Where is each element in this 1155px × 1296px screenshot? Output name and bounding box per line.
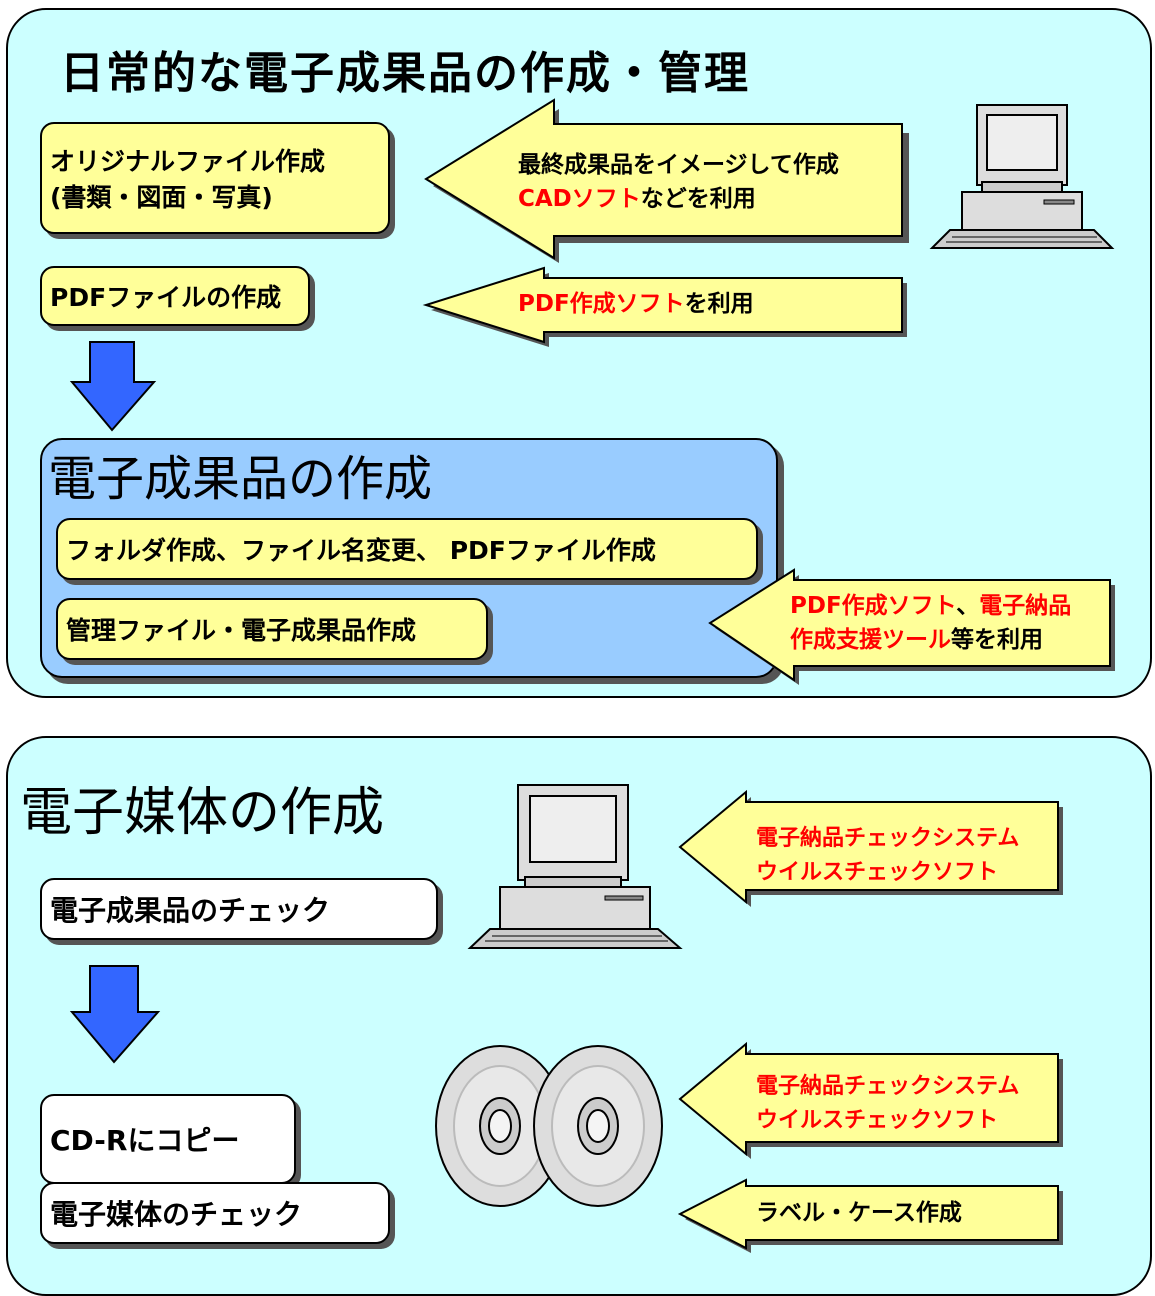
down-arrow-icon <box>69 341 157 432</box>
top-panel-title: 日常的な電子成果品の作成・管理 <box>60 48 750 99</box>
cdr-copy-box: CD-Rにコピー <box>40 1094 296 1184</box>
arrow2-software: PDF作成ソフト <box>518 291 685 317</box>
deliverable-check-label: 電子成果品のチェック <box>50 894 331 927</box>
arrow1-text: 最終成果品をイメージして作成 CADソフトなどを利用 <box>518 148 839 216</box>
folder-creation-label: フォルダ作成、ファイル名変更、 PDFファイル作成 <box>66 536 656 565</box>
management-file-label: 管理ファイル・電子成果品作成 <box>66 616 417 645</box>
arrow2-text: PDF作成ソフトを利用 <box>518 287 754 321</box>
arrow5-text: 電子納品チェックシステム ウイルスチェックソフト <box>756 1070 1019 1138</box>
arrow4-text: 電子納品チェックシステム ウイルスチェックソフト <box>756 822 1019 890</box>
arrow4-line1: 電子納品チェックシステム <box>756 826 1020 851</box>
pdf-file-box: PDFファイルの作成 <box>40 266 310 326</box>
original-file-line2: (書類・図面・写真) <box>50 183 273 212</box>
media-check-box: 電子媒体のチェック <box>40 1182 390 1244</box>
arrow1-line1: 最終成果品をイメージして作成 <box>518 152 839 178</box>
arrow3-delivery: 電子納品 <box>979 593 1072 619</box>
original-file-box: オリジナルファイル作成 (書類・図面・写真) <box>40 122 390 234</box>
media-check-label: 電子媒体のチェック <box>50 1198 303 1231</box>
cd-disc-icon <box>435 1045 565 1207</box>
left-arrow-icon <box>678 1041 1063 1159</box>
arrow5-line2: ウイルスチェックソフト <box>756 1108 999 1133</box>
original-file-line1: オリジナルファイル作成 <box>50 147 326 176</box>
folder-creation-box: フォルダ作成、ファイル名変更、 PDFファイル作成 <box>56 518 758 580</box>
arrow3-comma: 、 <box>956 593 980 619</box>
arrow2-use: を利用 <box>684 291 754 317</box>
computer-icon <box>467 784 683 949</box>
section-title: 電子成果品の作成 <box>48 451 433 507</box>
left-arrow-icon <box>678 789 1063 907</box>
arrow3-pdf: PDF作成ソフト <box>790 593 957 619</box>
cd-disc-icon <box>533 1045 663 1207</box>
left-arrow-icon <box>424 98 909 263</box>
left-arrow-icon <box>422 266 907 347</box>
arrow6-text: ラベル・ケース作成 <box>756 1200 962 1226</box>
bottom-panel-title: 電子媒体の作成 <box>20 783 385 843</box>
cdr-copy-label: CD-Rにコピー <box>50 1124 240 1157</box>
pdf-file-label: PDFファイルの作成 <box>50 283 282 312</box>
left-arrow-icon <box>708 568 1115 685</box>
down-arrow-icon <box>69 965 161 1064</box>
left-arrow-icon <box>677 1178 1063 1253</box>
arrow5-line1: 電子納品チェックシステム <box>756 1074 1020 1099</box>
arrow1-line2: などを利用 <box>640 186 756 212</box>
computer-icon <box>929 104 1115 249</box>
arrow1-cad: CADソフト <box>518 186 641 212</box>
arrow4-line2: ウイルスチェックソフト <box>756 860 999 885</box>
deliverable-check-box: 電子成果品のチェック <box>40 878 438 940</box>
arrow3-use: 等を利用 <box>951 627 1043 653</box>
management-file-box: 管理ファイル・電子成果品作成 <box>56 598 488 660</box>
arrow3-text: PDF作成ソフト、電子納品 作成支援ツール等を利用 <box>790 589 1071 657</box>
arrow3-tool: 作成支援ツール <box>790 627 951 653</box>
